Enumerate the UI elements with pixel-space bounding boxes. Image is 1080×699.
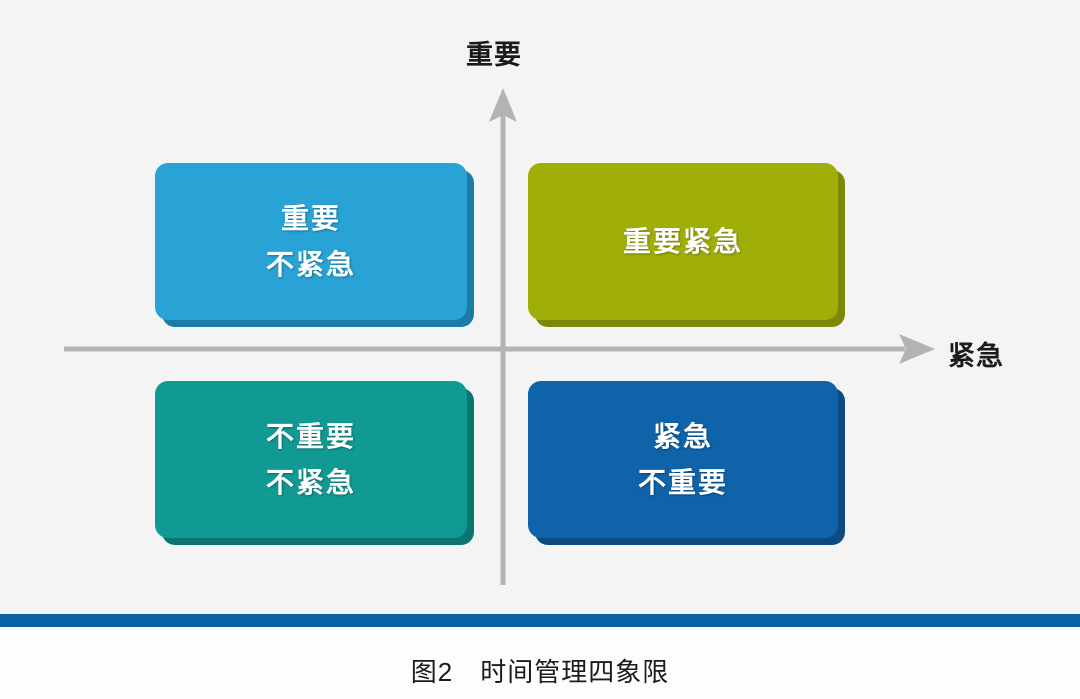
- axis-label-important: 重要: [466, 40, 522, 70]
- figure-canvas: 重要 紧急 重要不紧急 重要紧急 不重要不紧急 紧急不重要: [64, 40, 1004, 585]
- card-face: [155, 381, 467, 538]
- quadrant-label: 不重要不紧急: [266, 414, 356, 505]
- axis-label-urgent: 紧急: [948, 341, 1004, 371]
- quadrant-label-line: 不重要: [637, 466, 728, 498]
- quadrant-important-not-urgent[interactable]: 重要不紧急: [155, 163, 474, 327]
- quadrant-label: 重要不紧急: [266, 196, 356, 287]
- quadrant-important-urgent[interactable]: 重要紧急: [528, 163, 845, 327]
- quadrant-label-line: 不紧急: [265, 466, 356, 498]
- quadrant-urgent-not-important[interactable]: 紧急不重要: [528, 381, 845, 545]
- quadrant-label-line: 紧急: [652, 421, 713, 453]
- footer-rule: [0, 614, 1080, 627]
- vertical-axis-arrow-icon: [489, 88, 517, 122]
- card-face: [528, 381, 838, 538]
- quadrant-label-line: 重要: [280, 203, 341, 235]
- footer-area: [0, 627, 1080, 699]
- card-face: [155, 163, 467, 320]
- quadrant-label-line: 重要紧急: [622, 225, 743, 257]
- quadrant-not-important-not-urgent[interactable]: 不重要不紧急: [155, 381, 474, 545]
- quadrant-label-line: 不重要: [265, 421, 356, 453]
- quadrant-label: 紧急不重要: [638, 414, 728, 505]
- figure-caption: 图2 时间管理四象限: [410, 657, 670, 687]
- card-face: [528, 163, 838, 320]
- horizontal-axis-arrow-icon: [899, 334, 935, 364]
- quadrant-label-line: 不紧急: [265, 248, 356, 280]
- quadrant-label: 重要紧急: [623, 219, 743, 264]
